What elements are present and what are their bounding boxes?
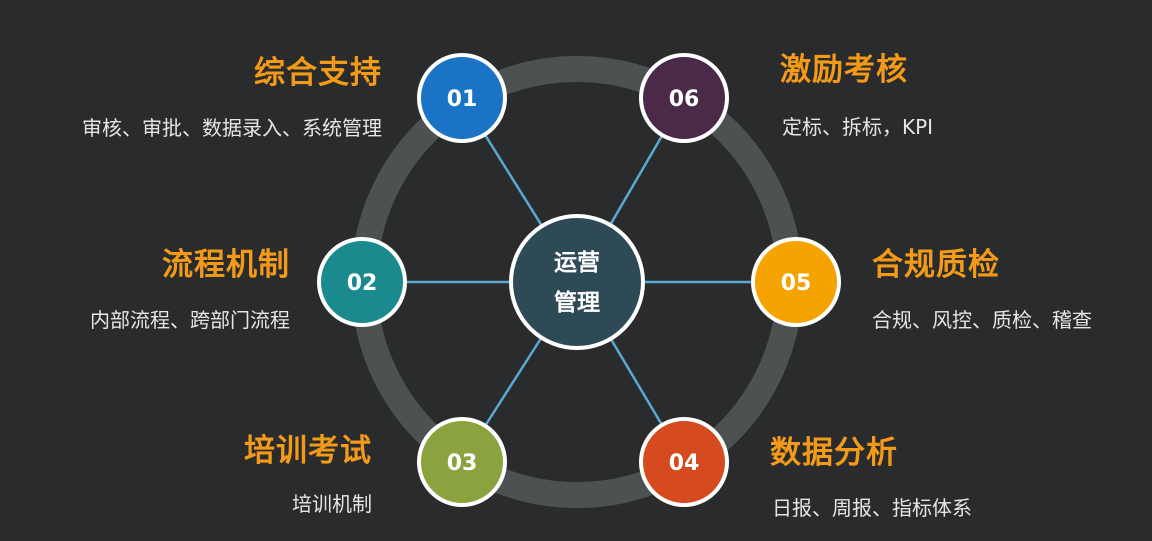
center-hub: 运营 管理	[509, 214, 645, 350]
node-06-number: 06	[669, 87, 700, 112]
node-04: 04	[639, 417, 729, 507]
node-01-number: 01	[447, 87, 478, 112]
node-06-desc: 定标、拆标，KPI	[782, 115, 934, 139]
node-02-number: 02	[347, 271, 378, 296]
node-06: 06	[639, 53, 729, 143]
node-03-title: 培训考试	[244, 433, 372, 469]
center-label-line1: 运营	[554, 250, 600, 276]
node-06-title: 激励考核	[780, 52, 908, 88]
node-02-title: 流程机制	[162, 247, 290, 283]
node-06-circle	[639, 53, 729, 143]
node-03-circle	[417, 417, 507, 507]
center-label-line2: 管理	[554, 289, 600, 316]
center-circle	[509, 214, 645, 350]
node-01-circle	[417, 53, 507, 143]
node-01-title: 综合支持	[254, 55, 382, 91]
node-02-circle	[317, 237, 407, 327]
node-02: 02	[317, 237, 407, 327]
node-04-title: 数据分析	[770, 435, 898, 471]
node-03-number: 03	[447, 451, 478, 476]
node-03-desc: 培训机制	[292, 492, 372, 516]
node-05-desc: 合规、风控、质检、稽查	[872, 308, 1092, 332]
node-05-number: 05	[781, 271, 812, 296]
node-04-number: 04	[669, 451, 700, 476]
node-05-circle	[751, 237, 841, 327]
node-04-circle	[639, 417, 729, 507]
node-05-title: 合规质检	[872, 247, 1000, 283]
node-02-desc: 内部流程、跨部门流程	[90, 308, 290, 332]
node-01-desc: 审核、审批、数据录入、系统管理	[82, 116, 382, 140]
node-04-desc: 日报、周报、指标体系	[772, 496, 972, 520]
node-05: 05	[751, 237, 841, 327]
node-01: 01	[417, 53, 507, 143]
node-03: 03	[417, 417, 507, 507]
